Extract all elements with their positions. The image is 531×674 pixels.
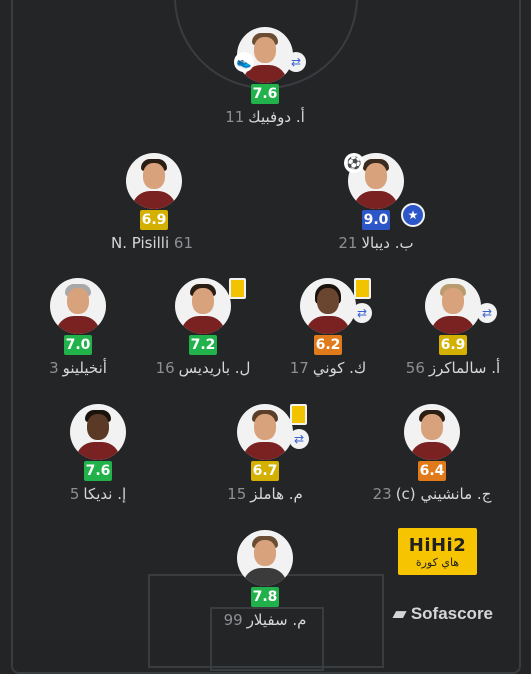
player-avatar bbox=[348, 153, 404, 209]
sofascore-icon: ▰ bbox=[393, 604, 407, 623]
player-avatar bbox=[237, 530, 293, 586]
player-number: 3 bbox=[49, 359, 59, 377]
player-card[interactable]: 6.4 23(c) ج. مانشيني bbox=[357, 404, 507, 503]
player-rating: 7.6 bbox=[83, 461, 113, 481]
player-name-line: 23(c) ج. مانشيني bbox=[357, 485, 507, 503]
player-rating: 6.9 bbox=[438, 335, 468, 355]
player-avatar bbox=[50, 278, 106, 334]
substitution-icon: ⇄ bbox=[352, 303, 372, 323]
star-icon: ★ bbox=[401, 203, 425, 227]
player-avatar bbox=[425, 278, 481, 334]
watermark-title: HiHi2 bbox=[408, 534, 467, 556]
substitution-icon: ⇄ bbox=[289, 429, 309, 449]
player-number: 99 bbox=[223, 611, 243, 629]
player-number: 21 bbox=[338, 234, 358, 252]
player-rating: 9.0 bbox=[361, 210, 391, 230]
player-name: م. هاملز bbox=[250, 485, 303, 503]
player-number: 15 bbox=[227, 485, 247, 503]
watermark-subtitle: هاي كورة bbox=[415, 555, 460, 569]
player-rating: 6.2 bbox=[313, 335, 343, 355]
substitution-icon: ⇄ bbox=[477, 303, 497, 323]
player-number: 11 bbox=[225, 108, 245, 126]
player-number: 16 bbox=[155, 359, 175, 377]
player-name: إ. نديكا bbox=[83, 485, 127, 503]
player-number: 56 bbox=[405, 359, 425, 377]
player-avatar bbox=[237, 404, 293, 460]
yellow-card-icon bbox=[229, 278, 246, 299]
player-rating: 7.2 bbox=[188, 335, 218, 355]
player-rating: 7.6 bbox=[250, 84, 280, 104]
sofascore-logo: ▰ Sofascore bbox=[393, 604, 493, 624]
player-rating: 6.7 bbox=[250, 461, 280, 481]
player-avatar bbox=[70, 404, 126, 460]
player-number: 23 bbox=[372, 485, 392, 503]
player-rating: 6.4 bbox=[417, 461, 447, 481]
player-avatar bbox=[126, 153, 182, 209]
player-avatar bbox=[237, 27, 293, 83]
watermark-logo: HiHi2 هاي كورة bbox=[398, 528, 477, 575]
player-name: N. Pisilli bbox=[111, 234, 170, 252]
boot-icon: 👟 bbox=[234, 52, 254, 72]
player-number: 61 bbox=[173, 234, 193, 252]
player-name: ب. ديبالا bbox=[361, 234, 414, 252]
substitution-icon: ⇄ bbox=[286, 52, 306, 72]
player-name: م. سفيلار bbox=[246, 611, 307, 629]
player-avatar bbox=[175, 278, 231, 334]
player-avatar bbox=[300, 278, 356, 334]
player-name: أ. دوفبيك bbox=[248, 108, 305, 126]
player-avatar bbox=[404, 404, 460, 460]
player-rating: 7.0 bbox=[63, 335, 93, 355]
player-name: (c) ج. مانشيني bbox=[395, 485, 492, 503]
brand-name: Sofascore bbox=[410, 604, 494, 623]
player-number: 5 bbox=[69, 485, 80, 503]
player-rating: 6.9 bbox=[139, 210, 169, 230]
player-name: ك. كوني bbox=[312, 359, 367, 377]
player-number: 17 bbox=[289, 359, 309, 377]
player-rating: 7.8 bbox=[250, 587, 280, 607]
player-name-line: N. Pisilli 61 bbox=[79, 234, 229, 252]
player-card[interactable]: 6.9 N. Pisilli 61 bbox=[79, 153, 229, 252]
yellow-card-icon bbox=[290, 404, 307, 425]
goal-icon: ⚽ bbox=[344, 153, 364, 173]
player-name: أنخيلينو bbox=[62, 359, 107, 377]
player-name: أ. سالماكرز bbox=[428, 359, 501, 377]
player-name: ل. باريديس bbox=[178, 359, 251, 377]
yellow-card-icon bbox=[354, 278, 371, 299]
